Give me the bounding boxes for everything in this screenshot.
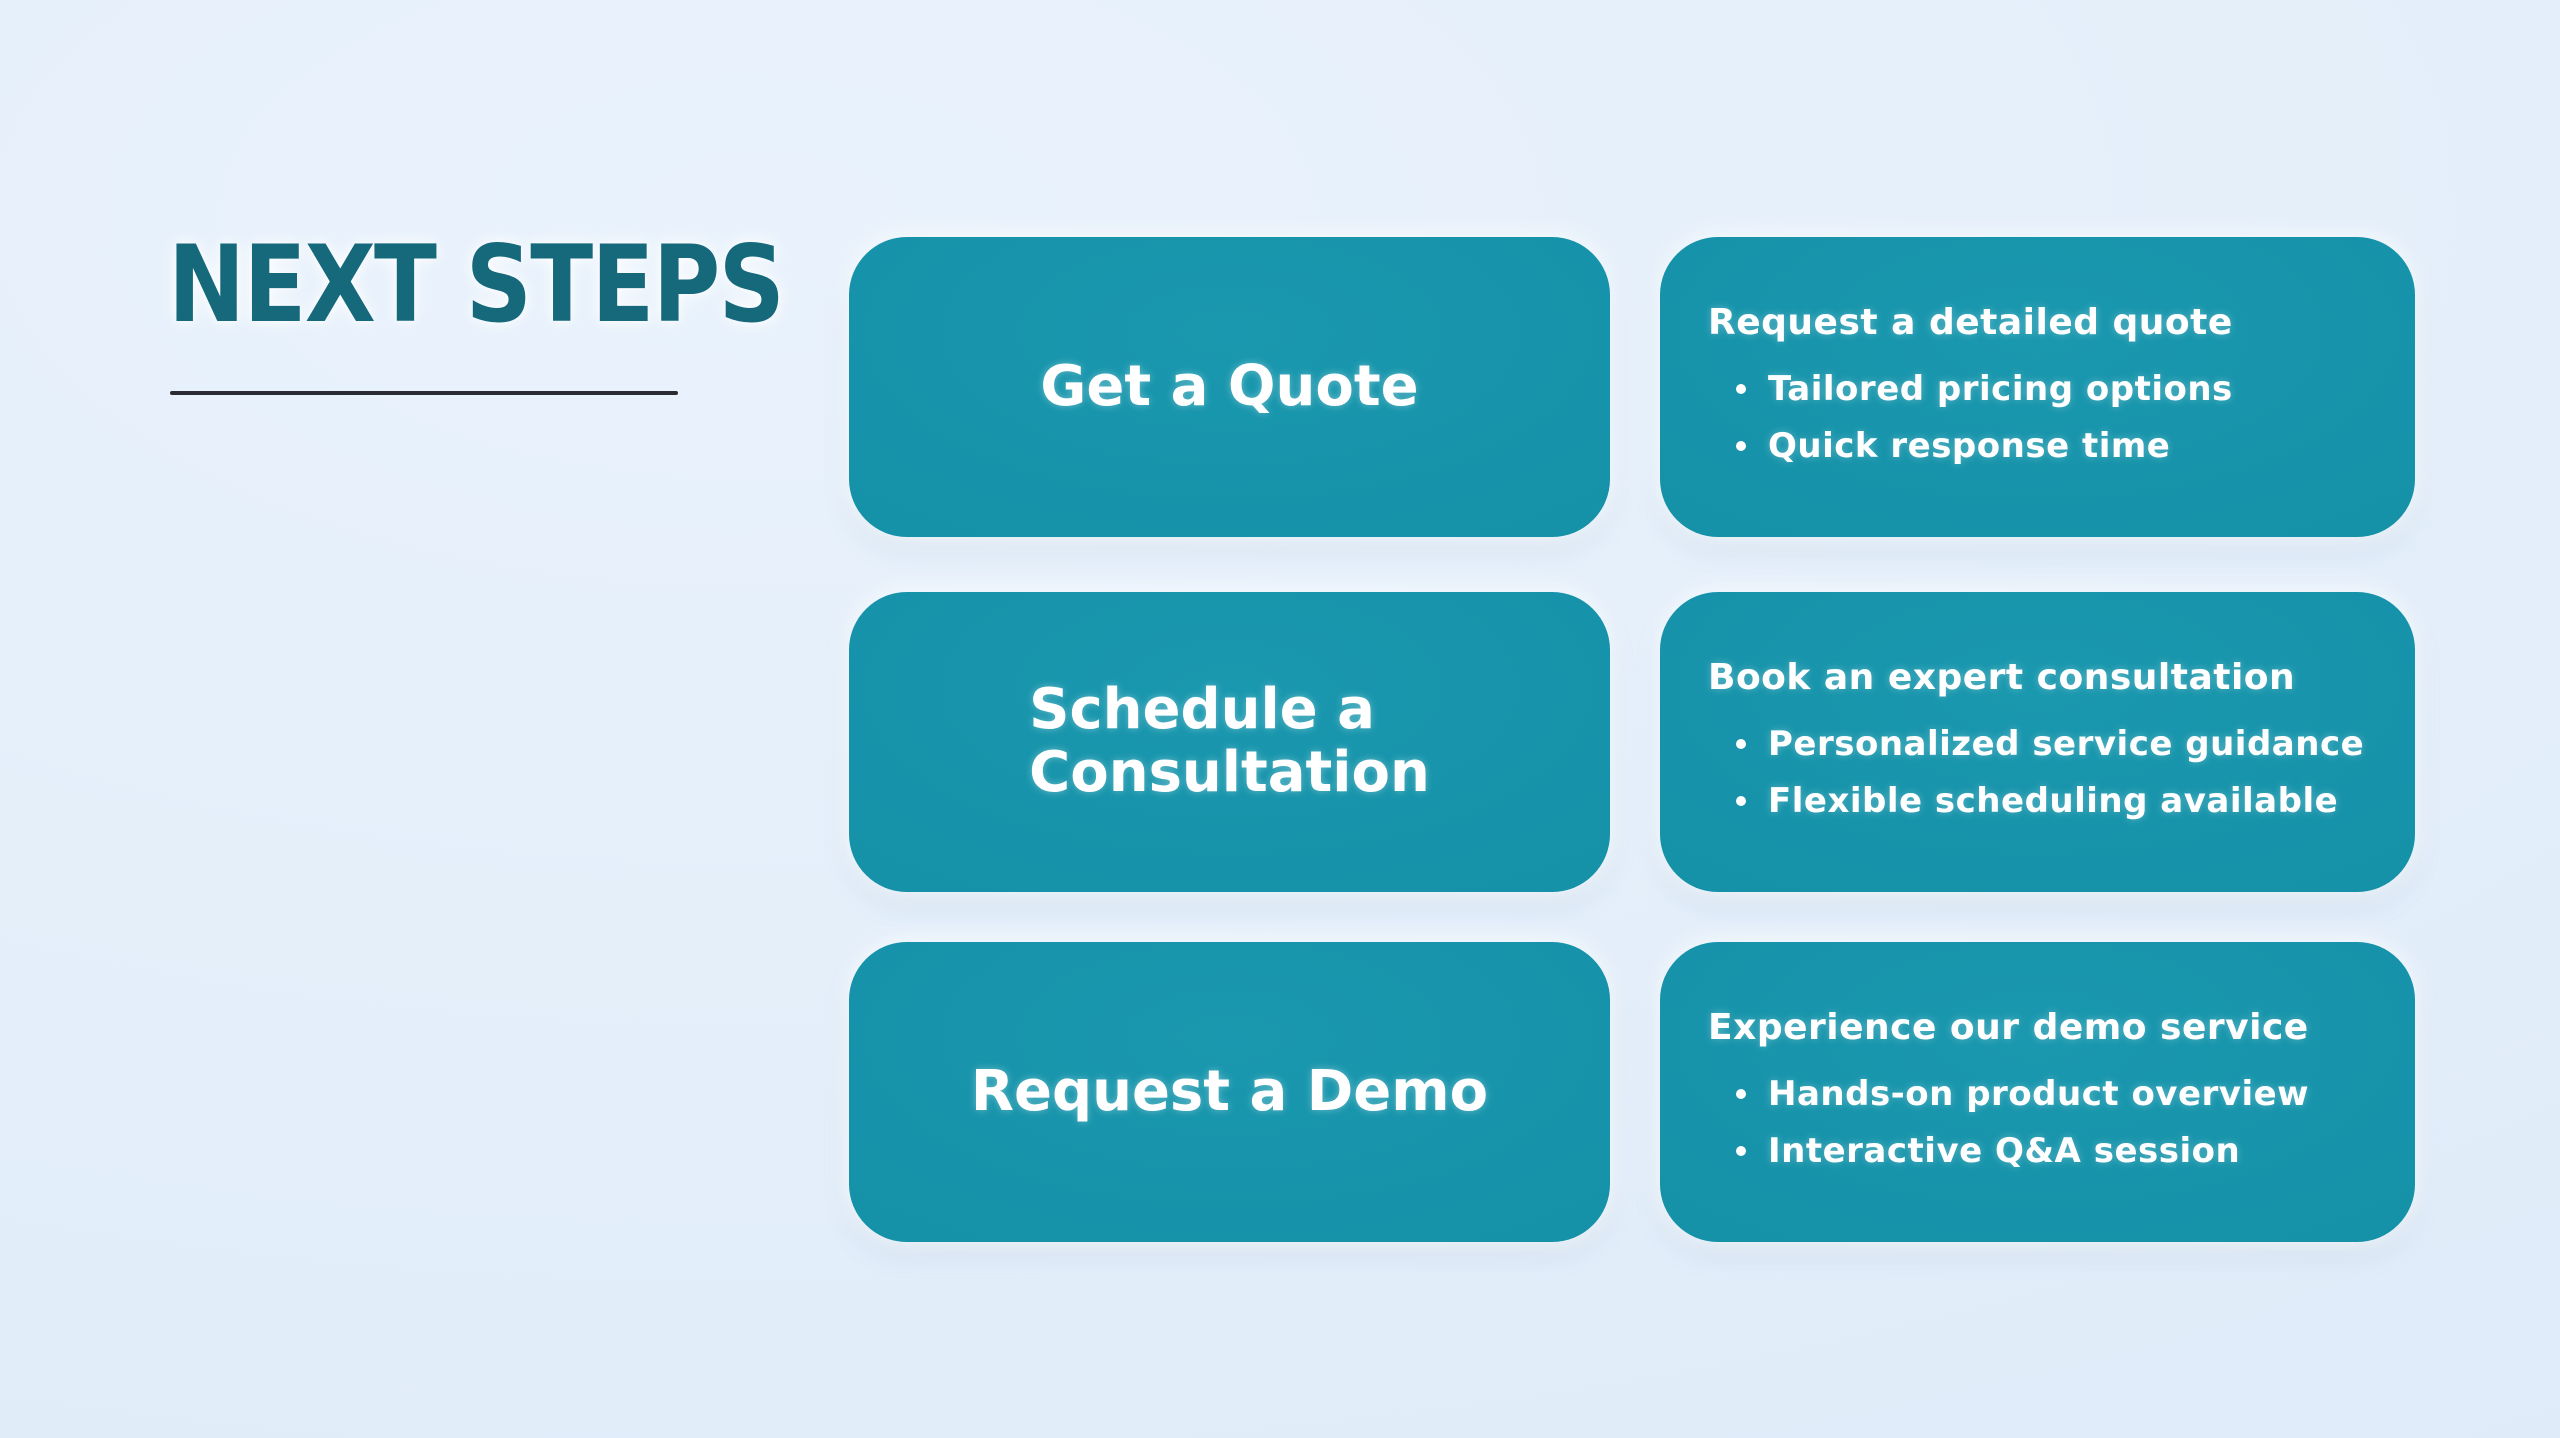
bullet-item: Interactive Q&A session: [1736, 1130, 2389, 1173]
get-a-quote-button[interactable]: Get a Quote: [849, 237, 1610, 537]
bullet-icon: [1736, 440, 1746, 451]
page-title: NEXT STEPS: [168, 223, 785, 346]
bullet-text: Personalized service guidance: [1768, 724, 2365, 764]
schedule-a-consultation-button[interactable]: Schedule a Consultation: [849, 592, 1610, 892]
bullet-icon: [1736, 384, 1746, 395]
bullet-item: Quick response time: [1736, 425, 2389, 468]
bullet-text: Tailored pricing options: [1768, 369, 2233, 409]
card-heading: Experience our demo service: [1708, 1007, 2309, 1048]
card-heading: Book an expert consultation: [1708, 657, 2296, 698]
schedule-a-consultation-details-card: Book an expert consultation Personalized…: [1660, 592, 2415, 892]
next-step-row-demo: Request a Demo Experience our demo servi…: [849, 942, 2415, 1242]
bullet-text: Flexible scheduling available: [1768, 780, 2339, 821]
bullet-icon: [1736, 1145, 1746, 1156]
next-step-row-quote: Get a Quote Request a detailed quote Tai…: [849, 237, 2415, 537]
bullet-item: Flexible scheduling available: [1736, 780, 2389, 823]
get-a-quote-details-card: Request a detailed quote Tailored pricin…: [1660, 237, 2415, 537]
bullet-text: Interactive Q&A session: [1768, 1130, 2241, 1171]
bullet-icon: [1736, 739, 1746, 750]
bullet-text: Hands-on product overview: [1768, 1074, 2310, 1114]
bullet-text: Quick response time: [1768, 425, 2171, 466]
bullet-icon: [1736, 795, 1746, 806]
title-underline: [170, 391, 678, 395]
request-a-demo-details-card: Experience our demo service Hands-on pro…: [1660, 942, 2415, 1242]
bullet-item: Personalized service guidance: [1736, 723, 2389, 766]
next-step-row-consultation: Schedule a Consultation Book an expert c…: [849, 592, 2415, 892]
bullet-item: Hands-on product overview: [1736, 1073, 2389, 1116]
card-heading: Request a detailed quote: [1708, 302, 2233, 343]
request-a-demo-button[interactable]: Request a Demo: [849, 942, 1610, 1242]
bullet-item: Tailored pricing options: [1736, 368, 2389, 411]
bullet-icon: [1736, 1089, 1746, 1100]
